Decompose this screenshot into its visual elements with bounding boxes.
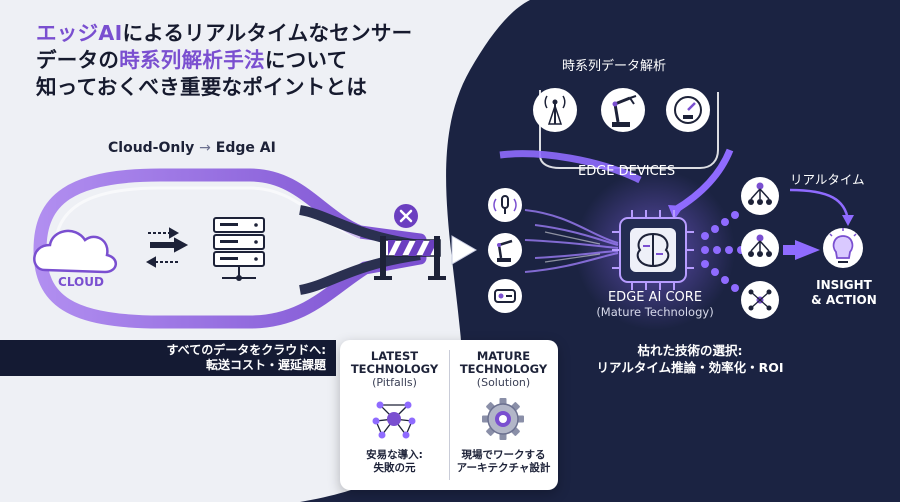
title-post-2: について (264, 48, 348, 72)
mature-heading-1: MATURE (476, 349, 531, 363)
caption-bar: すべてのデータをクラウドへ: 転送コスト・遅延課題 (0, 340, 336, 376)
timeseries-label: 時系列データ解析 (562, 59, 667, 74)
cloud-label: CLOUD (58, 275, 104, 289)
network-icon-3 (741, 281, 779, 319)
cloud-flow-purple (33, 168, 427, 257)
card-divider (449, 350, 450, 480)
title-accent-2: 時系列解析手法 (119, 48, 265, 72)
latest-foot-1: 安易な導入: (366, 449, 423, 461)
gear-icon (482, 398, 524, 440)
network-icon-2 (741, 229, 779, 267)
robot-arm-icon (601, 88, 645, 132)
flow-label: Cloud-Only → Edge AI (108, 140, 276, 156)
latest-foot-2: 失敗の元 (373, 462, 416, 474)
cloud-icon (33, 229, 117, 274)
title-pre-2: データの (36, 48, 120, 72)
comparison-card: LATEST TECHNOLOGY (Pitfalls) 安易な導入: 失敗の元… (340, 340, 558, 490)
tech-line-2: リアルタイム推論・効率化・ROI (596, 360, 784, 375)
insight-line-1: INSIGHT (816, 278, 872, 292)
caption-line-1: すべてのデータをクラウドへ: (166, 343, 326, 357)
timeseries-arc (539, 90, 719, 169)
flow-label-edge-ai: Edge AI (215, 140, 276, 156)
latest-heading-1: LATEST (370, 349, 419, 363)
title-accent-1: エッジAI (36, 21, 123, 45)
title-line-2: データの時系列解析手法について (36, 47, 347, 73)
lightbulb-icon (823, 228, 863, 268)
latest-sub: (Pitfalls) (372, 376, 417, 389)
atom-network-icon (372, 401, 416, 439)
data-streams (524, 209, 619, 273)
title-line-3: 知っておくべき重要なポイントとは (36, 75, 368, 99)
network-icon-1 (741, 177, 779, 215)
flow-label-cloud-only: Cloud-Only (108, 140, 195, 156)
gauge-icon (666, 88, 710, 132)
device-meter-icon (488, 279, 522, 313)
brain-chip-icon (612, 210, 694, 290)
flow-arrow: → (199, 140, 211, 156)
x-icon (394, 204, 418, 228)
mature-heading-2: TECHNOLOGY (459, 362, 548, 376)
cloud-flow-dark-2 (299, 250, 421, 295)
core-label: EDGE AI CORE (607, 290, 703, 305)
realtime-label: リアルタイム (790, 172, 865, 187)
latest-heading-2: TECHNOLOGY (350, 362, 439, 376)
mature-column: MATURE TECHNOLOGY (Solution) (449, 350, 558, 475)
insight-line-2: & ACTION (811, 293, 877, 307)
sensor-icon (488, 188, 522, 222)
edge-devices-label: EDGE DEVICES (578, 164, 676, 179)
radio-tower-icon (533, 88, 577, 132)
transfer-arrows (145, 227, 189, 268)
title-rest-1: によるリアルタイムなセンサー (122, 21, 413, 45)
title-line-1: エッジAIによるリアルタイムなセンサー (36, 20, 412, 46)
latest-column: LATEST TECHNOLOGY (Pitfalls) 安易な導入: 失敗の元 (340, 350, 449, 475)
mature-foot-1: 現場でワークする (461, 449, 546, 461)
mature-sub: (Solution) (476, 376, 531, 389)
server-icon (213, 217, 265, 281)
tech-line-1: 枯れた技術の選択: (637, 343, 743, 358)
robot-arm-icon-2 (488, 233, 522, 267)
core-sub-label: (Mature Technology) (596, 305, 714, 319)
caption-line-2: 転送コスト・遅延課題 (205, 358, 326, 372)
tech-choice-label: 枯れた技術の選択: リアルタイム推論・効率化・ROI (580, 342, 800, 376)
cloud-flow-purple-bottom (33, 243, 427, 329)
output-dots (701, 211, 745, 292)
barrier-icon (374, 236, 446, 280)
mature-foot-2: アーキテクチャ設計 (456, 462, 551, 474)
insight-label: INSIGHT & ACTION (808, 278, 880, 308)
